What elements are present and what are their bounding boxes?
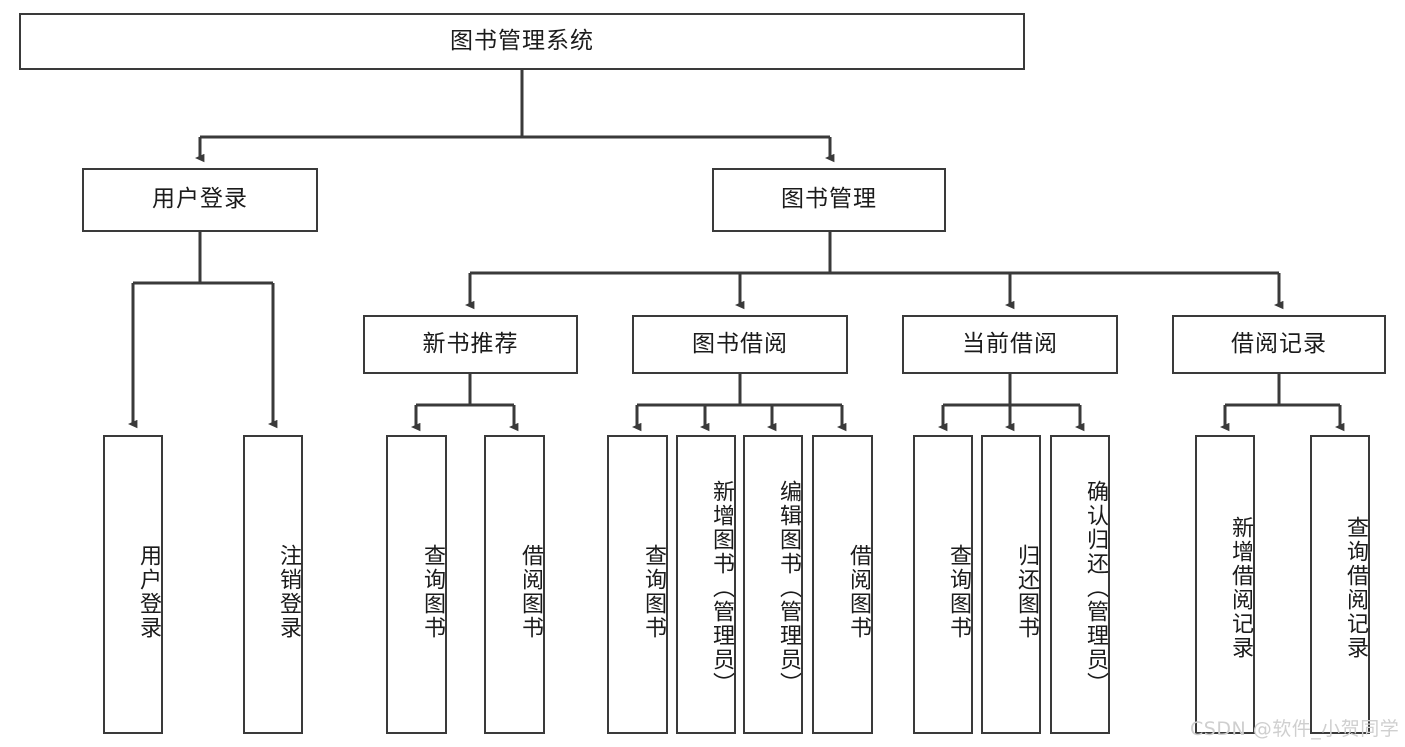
node-label: 查询图书 [641,543,666,640]
node-label: 用户登录 [152,186,248,213]
node-label: 借阅记录 [1231,330,1327,357]
node-label: 编辑图书（管理员） [776,479,801,696]
node-label: 归还图书 [1014,543,1039,640]
node-label: 新增图书（管理员） [709,479,734,696]
leaf-book-borrow-add-book-admin[interactable]: 新增图书（管理员） [676,435,736,734]
leaf-borrow-record-query-record[interactable]: 查询借阅记录 [1310,435,1370,734]
node-label: 新书推荐 [422,330,519,357]
leaf-book-borrow-query-book[interactable]: 查询图书 [607,435,668,734]
node-label: 注销登录 [276,543,301,640]
leaf-current-borrow-query-book[interactable]: 查询图书 [913,435,973,734]
leaf-user-login-login[interactable]: 用户登录 [103,435,163,734]
node-borrow-record[interactable]: 借阅记录 [1172,315,1386,374]
node-label: 图书管理 [781,186,877,213]
node-label: 图书借阅 [692,330,788,357]
watermark-text: CSDN @软件_小贺同学 [1190,718,1400,740]
leaf-current-borrow-confirm-return-admin[interactable]: 确认归还（管理员） [1050,435,1110,734]
node-label: 查询图书 [420,543,445,640]
node-new-book-recommend[interactable]: 新书推荐 [363,315,578,374]
node-label: 查询图书 [946,543,971,640]
node-label: 确认归还（管理员） [1083,479,1108,696]
node-root-book-management-system[interactable]: 图书管理系统 [19,13,1025,70]
leaf-new-book-borrow-book[interactable]: 借阅图书 [484,435,545,734]
leaf-current-borrow-return-book[interactable]: 归还图书 [981,435,1041,734]
node-user-login[interactable]: 用户登录 [82,168,318,232]
node-label: 图书管理系统 [450,27,594,54]
node-current-borrow[interactable]: 当前借阅 [902,315,1118,374]
node-label: 当前借阅 [962,330,1058,357]
leaf-book-borrow-edit-book-admin[interactable]: 编辑图书（管理员） [743,435,803,734]
node-book-borrow[interactable]: 图书借阅 [632,315,848,374]
leaf-borrow-record-add-record[interactable]: 新增借阅记录 [1195,435,1255,734]
node-book-management[interactable]: 图书管理 [712,168,946,232]
node-label: 用户登录 [136,543,161,640]
leaf-user-login-logout[interactable]: 注销登录 [243,435,303,734]
leaf-book-borrow-borrow-book[interactable]: 借阅图书 [812,435,873,734]
node-label: 查询借阅记录 [1343,515,1368,660]
node-label: 新增借阅记录 [1228,515,1253,660]
node-label: 借阅图书 [518,543,543,640]
leaf-new-book-query-book[interactable]: 查询图书 [386,435,447,734]
node-label: 借阅图书 [846,543,871,640]
